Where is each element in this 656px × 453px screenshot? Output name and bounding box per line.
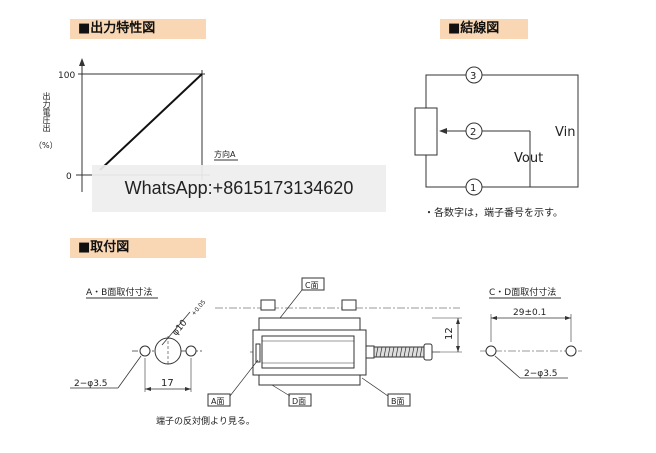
d-face-leader [271, 384, 291, 397]
potentiometer-icon [414, 107, 438, 156]
d-face-label: D面 [292, 397, 306, 406]
direction-label: 方向A [214, 149, 236, 159]
ab-face-title: A・B面取付寸法 [86, 286, 152, 298]
terminal-2-label: 2 [470, 127, 476, 138]
shaft-tip [423, 343, 433, 361]
dim29-label: 29±0.1 [513, 308, 546, 318]
dim12-arrow-bottom-icon [456, 346, 460, 352]
terminal-1-icon [465, 178, 483, 196]
ear-left-top [260, 299, 276, 311]
cd-face-title: C・D面取付寸法 [489, 286, 556, 298]
diameter-label: φ10 [171, 318, 190, 338]
housing-inner [261, 335, 355, 369]
d-face-box [288, 393, 312, 407]
diameter-leader [161, 311, 191, 346]
y-axis-unit: （%） [34, 141, 58, 150]
terminal-pins [255, 343, 261, 363]
hole-label-right: 2−φ3.5 [524, 369, 558, 379]
watermark: WhatsApp:+8615173134620 [92, 165, 386, 212]
wire-outer [425, 74, 579, 188]
y-axis-label: 出力電圧出 [42, 92, 51, 132]
a-face-leader [229, 359, 259, 397]
dim29-arrow-left-icon [491, 316, 497, 320]
characteristic-line [99, 73, 203, 171]
shaft-collar [365, 345, 375, 359]
mounting-title: ■取付図 [70, 238, 206, 258]
c-face-label: C面 [305, 281, 319, 290]
terminal-1-label: 1 [470, 183, 476, 194]
ab-hole-left-icon [139, 345, 151, 357]
cd-hole-right-icon [565, 345, 577, 357]
diameter-tolerance: +0.05 [190, 299, 207, 318]
y-axis-arrow-icon [79, 58, 85, 66]
a-face-box [207, 393, 231, 407]
ab-face-drawing: A・B面取付寸法 φ10 +0.05 2−φ3.5 17 [70, 286, 207, 392]
side-view-drawing: 12 C面 A面 D面 B面 端子の反対側より見る。 [156, 277, 462, 427]
cd-hole-left-icon [485, 345, 497, 357]
hole-label-left: 2−φ3.5 [74, 379, 108, 389]
y-tick-label-100: 100 [58, 71, 75, 81]
ear-right-top [341, 299, 357, 311]
housing-bottom-plate [258, 374, 361, 386]
terminal-2-icon [465, 122, 483, 140]
a-face-label: A面 [211, 397, 224, 406]
wiring-note: ・各数字は，端子番号を示す。 [424, 206, 563, 219]
y-tick-label-0: 0 [66, 172, 72, 182]
wiper-arrow-icon [439, 128, 447, 134]
hole-leader-right [494, 355, 521, 379]
cd-face-drawing: C・D面取付寸法 29±0.1 2−φ3.5 [480, 286, 582, 379]
dim17-arrow-right-icon [185, 387, 191, 391]
ab-hole-right-icon [185, 345, 197, 357]
output-chart-title: ■出力特性図 [70, 19, 206, 39]
wiring-diagram: 3 2 1 Vin Vout ・各数字は，端子番号を示す。 [414, 66, 579, 219]
dim12-label: 12 [444, 327, 455, 340]
spring-coils [375, 346, 423, 358]
terminal-3-label: 3 [470, 71, 476, 82]
wiring-title: ■結線図 [440, 19, 528, 39]
terminal-note: 端子の反対側より見る。 [156, 415, 255, 427]
c-face-leader [279, 289, 303, 319]
vin-label: Vin [555, 125, 575, 140]
dim17-label: 17 [161, 378, 174, 389]
dim29-arrow-right-icon [565, 316, 571, 320]
dim17-arrow-left-icon [145, 387, 151, 391]
b-face-leader [361, 377, 389, 397]
b-face-box [387, 393, 411, 407]
c-face-box [301, 277, 325, 291]
dim12-arrow-top-icon [456, 318, 460, 324]
terminal-3-icon [465, 66, 483, 84]
vout-label: Vout [514, 151, 543, 166]
b-face-label: B面 [391, 397, 405, 406]
housing-top-plate [258, 317, 361, 331]
hole-leader-left [117, 355, 142, 389]
